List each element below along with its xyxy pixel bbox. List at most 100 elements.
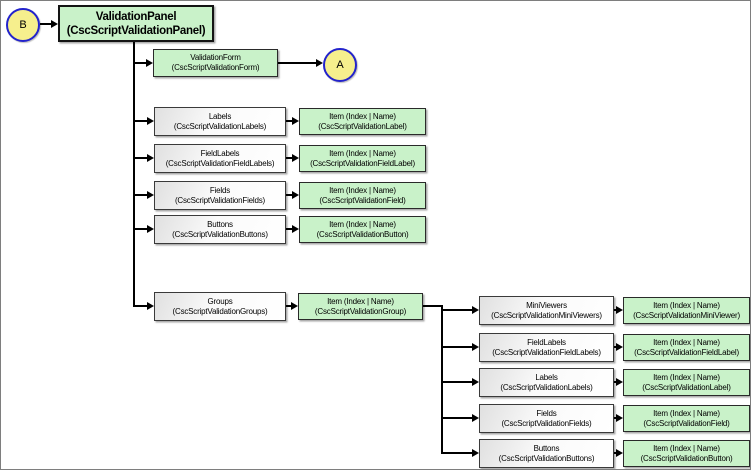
connector-line [614, 452, 616, 454]
node-class: (CscScriptValidationMiniViewers) [491, 310, 602, 320]
node-title: Item (Index | Name) [653, 337, 720, 347]
node-fields-collection: Fields (CscScriptValidationFields) [154, 181, 286, 210]
node-class: (CscScriptValidationFieldLabels) [492, 347, 601, 357]
node-title: ValidationForm [190, 53, 241, 62]
arrowhead-icon [291, 302, 298, 310]
node-fieldlabels-collection: FieldLabels (CscScriptValidationFieldLab… [154, 144, 286, 173]
node-title: Fields [536, 408, 557, 418]
node-title: Groups [207, 296, 233, 306]
arrowhead-icon [292, 225, 299, 233]
node-group-buttons-collection: Buttons (CscScriptValidationButtons) [479, 439, 614, 468]
offpage-connector-b: B [6, 8, 40, 42]
connector-line [278, 62, 316, 64]
arrowhead-icon [616, 378, 623, 386]
node-title: Item (Index | Name) [653, 408, 720, 418]
node-title: MiniViewers [526, 300, 567, 310]
node-class: (CscScriptValidationLabels) [173, 121, 267, 131]
node-title: Item (Index | Name) [329, 185, 396, 195]
node-group-label-item: Item (Index | Name) (CscScriptValidation… [623, 369, 750, 396]
connector-line [286, 228, 292, 230]
node-class: (CscScriptValidationButtons) [172, 229, 268, 239]
arrowhead-icon [147, 225, 154, 233]
connector-trunk [133, 42, 135, 307]
node-class: (CscScriptValidationPanel) [66, 24, 206, 37]
node-class: (CscScriptValidationFields) [174, 195, 266, 205]
node-class: (CscScriptValidationLabel) [642, 382, 731, 392]
connector-line [443, 309, 472, 311]
node-title: ValidationPanel [95, 10, 177, 23]
arrowhead-icon [616, 414, 623, 422]
node-group-field-item: Item (Index | Name) (CscScriptValidation… [623, 405, 750, 432]
node-group-labels-collection: Labels (CscScriptValidationLabels) [479, 368, 614, 397]
node-class: (CscScriptValidationFieldLabels) [165, 158, 275, 168]
connector-line [134, 228, 147, 230]
node-group-fields-collection: Fields (CscScriptValidationFields) [479, 404, 614, 433]
node-fieldlabel-item: Item (Index | Name) (CscScriptValidation… [299, 145, 426, 172]
node-class: (CscScriptValidationButton) [640, 453, 733, 463]
connector-line [443, 452, 472, 454]
node-title: Item (Index | Name) [327, 296, 394, 306]
connector-line [134, 157, 147, 159]
node-groups-collection: Groups (CscScriptValidationGroups) [154, 292, 286, 321]
connector-line [286, 120, 292, 122]
arrowhead-icon [472, 449, 479, 457]
arrowhead-icon [146, 59, 153, 67]
connector-line [286, 194, 292, 196]
offpage-connector-a: A [323, 48, 357, 82]
node-title: Item (Index | Name) [329, 111, 396, 121]
connector-line [134, 194, 147, 196]
node-class: (CscScriptValidationLabels) [500, 382, 593, 392]
node-class: (CscScriptValidationButton) [316, 229, 409, 239]
connector-line [423, 305, 443, 307]
connector-line [286, 305, 291, 307]
node-title: Labels [208, 111, 232, 121]
node-title: FieldLabels [200, 148, 240, 158]
node-group-fieldlabel-item: Item (Index | Name) (CscScriptValidation… [623, 334, 750, 361]
node-title: FieldLabels [527, 337, 566, 347]
arrowhead-icon [292, 191, 299, 199]
node-class: (CscScriptValidationFields) [501, 418, 592, 428]
node-title: Fields [209, 185, 231, 195]
connector-line [40, 23, 51, 25]
arrowhead-icon [472, 378, 479, 386]
arrowhead-icon [472, 306, 479, 314]
node-button-item: Item (Index | Name) (CscScriptValidation… [299, 216, 426, 243]
connector-line [134, 305, 147, 307]
node-class: (CscScriptValidationFieldLabel) [310, 158, 415, 168]
node-group-item: Item (Index | Name) (CscScriptValidation… [298, 293, 423, 320]
node-class: (CscScriptValidationLabel) [318, 121, 407, 131]
node-class: (CscScriptValidationGroups) [172, 306, 268, 316]
connector-line [614, 417, 616, 419]
node-label-item: Item (Index | Name) (CscScriptValidation… [299, 108, 426, 135]
connector-label: B [19, 19, 27, 31]
node-class: (CscScriptValidationMiniViewer) [633, 310, 740, 320]
connector-trunk [441, 305, 443, 454]
node-title: Labels [535, 372, 558, 382]
arrowhead-icon [147, 117, 154, 125]
connector-line [614, 309, 616, 311]
arrowhead-icon [292, 117, 299, 125]
node-title: Item (Index | Name) [329, 148, 396, 158]
connector-line [443, 417, 472, 419]
connector-line [286, 157, 292, 159]
connector-line [614, 346, 616, 348]
node-class: (CscScriptValidationGroup) [314, 306, 407, 316]
node-labels-collection: Labels (CscScriptValidationLabels) [154, 107, 286, 136]
arrowhead-icon [316, 59, 323, 67]
connector-line [443, 381, 472, 383]
arrowhead-icon [472, 343, 479, 351]
node-class: (CscScriptValidationFieldLabel) [634, 347, 739, 357]
node-buttons-collection: Buttons (CscScriptValidationButtons) [154, 215, 286, 244]
connector-label: A [336, 59, 344, 71]
node-title: Item (Index | Name) [653, 300, 720, 310]
arrowhead-icon [472, 414, 479, 422]
arrowhead-icon [147, 191, 154, 199]
node-title: Buttons [533, 443, 560, 453]
node-group-button-item: Item (Index | Name) (CscScriptValidation… [623, 440, 750, 467]
node-title: Item (Index | Name) [329, 219, 396, 229]
node-title: Item (Index | Name) [653, 443, 720, 453]
node-title: Buttons [207, 219, 233, 229]
node-validation-panel: ValidationPanel (CscScriptValidationPane… [58, 5, 214, 42]
node-validation-form: ValidationForm (CscScriptValidationForm) [153, 49, 278, 77]
node-miniviewers-collection: MiniViewers (CscScriptValidationMiniView… [479, 296, 614, 325]
